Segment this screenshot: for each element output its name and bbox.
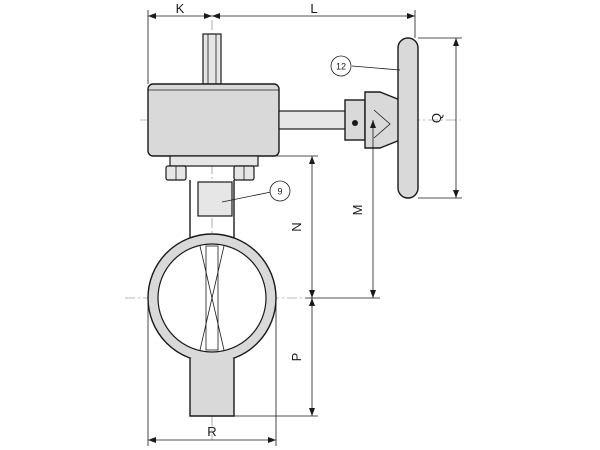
dimension-l: L [212, 1, 416, 38]
stem-extension [189, 180, 235, 245]
callout-label-handwheel: 12 [336, 62, 346, 72]
dimension-label-k: K [176, 1, 185, 16]
dimension-label-l: L [310, 1, 317, 16]
callout-stem-extension: 9 [221, 180, 291, 203]
callout-handwheel: 12 [330, 55, 401, 77]
dimension-r: R [147, 298, 277, 446]
dimension-label-n: N [289, 222, 304, 231]
input-shaft [278, 91, 411, 149]
dimension-k: K [147, 1, 212, 84]
dimension-label-q: Q [429, 113, 444, 123]
dimension-label-m: M [350, 205, 365, 216]
dimension-m: M [305, 120, 380, 299]
gear-spindle [202, 33, 222, 85]
valve-body [147, 233, 277, 417]
dimension-label-p: P [289, 353, 304, 362]
dimension-n: N [258, 155, 318, 298]
handwheel [397, 37, 419, 199]
dimension-label-r: R [207, 424, 216, 439]
dimension-q: Q [418, 37, 462, 199]
gearbox [147, 83, 280, 181]
callout-label-stem-extension: 9 [277, 187, 282, 197]
